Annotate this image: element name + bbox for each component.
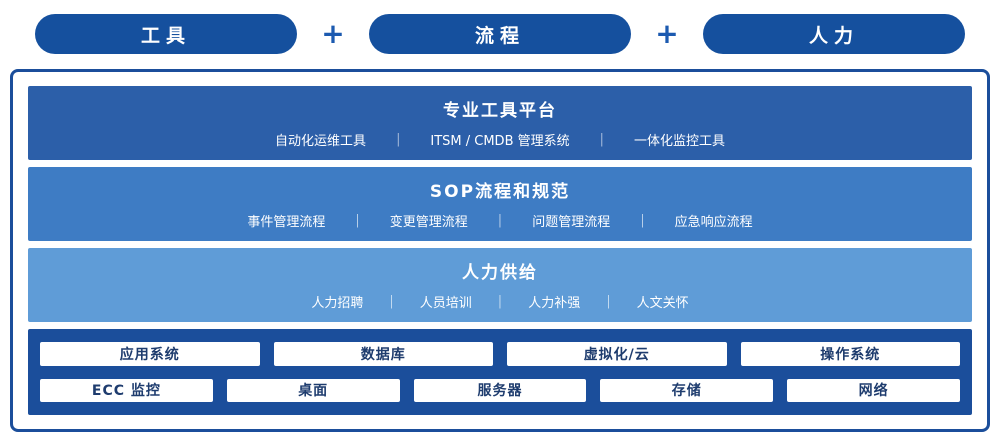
band-item: 变更管理流程 [389, 215, 468, 230]
item-separator: | [640, 213, 645, 228]
plus-sign-1: + [321, 17, 345, 50]
item-separator: | [389, 294, 394, 309]
band-item: 问题管理流程 [532, 215, 611, 230]
item-separator: | [497, 294, 503, 309]
band-manpower-supply-items: 人力招聘 | 人员培训 | 人力补强 | 人文关怀 [28, 292, 972, 311]
item-separator: | [606, 294, 611, 309]
band-tools-platform-items: 自动化运维工具 | ITSM / CMDB 管理系统 | 一体化监控工具 [28, 130, 972, 149]
grid-row-2: ECC 监控 桌面 服务器 存储 网络 [40, 378, 960, 402]
grid-box-ecc-monitoring: ECC 监控 [40, 378, 213, 402]
item-separator: | [599, 132, 605, 147]
grid-box-network: 网络 [787, 378, 960, 402]
band-manpower-supply-title: 人力供给 [462, 263, 538, 283]
band-sop-process: SOP流程和规范 事件管理流程 | 变更管理流程 | 问题管理流程 | 应急响应… [28, 167, 972, 241]
pill-tools-label: 工具 [140, 24, 191, 47]
pill-process-label: 流程 [474, 24, 525, 47]
item-separator: | [497, 213, 503, 228]
band-item: 人员培训 [419, 296, 472, 311]
band-tools-platform: 专业工具平台 自动化运维工具 | ITSM / CMDB 管理系统 | 一体化监… [28, 86, 972, 160]
band-item: 人力招聘 [311, 296, 364, 311]
grid-box-desktop: 桌面 [226, 378, 400, 402]
band-sop-process-items: 事件管理流程 | 变更管理流程 | 问题管理流程 | 应急响应流程 [28, 211, 972, 230]
item-separator: | [395, 132, 401, 147]
pill-manpower: 人力 [703, 14, 965, 54]
grid-row-1: 应用系统 数据库 虚拟化/云 操作系统 [40, 342, 960, 366]
band-item: 事件管理流程 [247, 215, 326, 230]
pill-process: 流程 [369, 14, 631, 54]
band-manpower-supply: 人力供给 人力招聘 | 人员培训 | 人力补强 | 人文关怀 [28, 248, 972, 322]
grid-box-operating-system: 操作系统 [740, 342, 960, 366]
grid-box-application-system: 应用系统 [40, 342, 260, 366]
main-frame: 专业工具平台 自动化运维工具 | ITSM / CMDB 管理系统 | 一体化监… [10, 69, 990, 432]
item-separator: | [355, 213, 360, 228]
grid-box-storage: 存储 [600, 378, 774, 402]
band-item: ITSM / CMDB 管理系统 [430, 134, 570, 149]
band-item: 自动化运维工具 [274, 134, 366, 149]
band-item: 一体化监控工具 [634, 134, 726, 149]
band-item: 人力补强 [528, 296, 581, 311]
grid-box-database: 数据库 [273, 342, 493, 366]
infrastructure-grid: 应用系统 数据库 虚拟化/云 操作系统 ECC 监控 桌面 服务器 存储 网络 [28, 329, 972, 415]
band-item: 人文关怀 [636, 296, 689, 311]
plus-sign-2: + [655, 17, 679, 50]
band-tools-platform-title: 专业工具平台 [443, 101, 557, 121]
band-sop-process-title: SOP流程和规范 [429, 182, 571, 202]
grid-box-server: 服务器 [413, 378, 587, 402]
pill-tools: 工具 [35, 14, 297, 54]
grid-box-virtualization-cloud: 虚拟化/云 [507, 342, 727, 366]
band-item: 应急响应流程 [674, 215, 753, 230]
pill-row: 工具 + 流程 + 人力 [0, 0, 1000, 54]
pill-manpower-label: 人力 [808, 24, 859, 47]
